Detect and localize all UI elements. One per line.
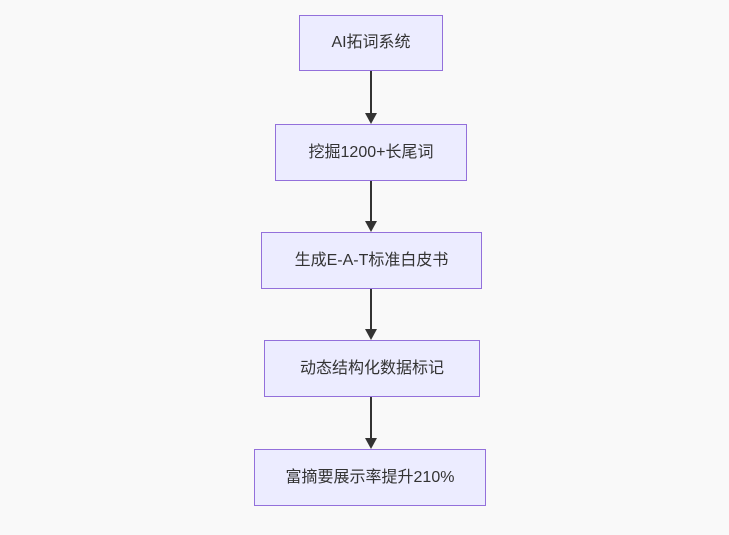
flow-edge-n4-n5 — [365, 397, 377, 449]
arrowhead-icon — [365, 329, 377, 340]
flow-edge-n3-n4 — [365, 289, 377, 340]
node-label: 生成E-A-T标准白皮书 — [294, 251, 449, 269]
node-label: 动态结构化数据标记 — [299, 359, 444, 377]
flow-node-generate-eat-whitepaper: 生成E-A-T标准白皮书 — [261, 232, 482, 289]
flow-node-ai-word-expansion-system: AI拓词系统 — [299, 15, 443, 71]
flow-node-mine-longtail-keywords: 挖掘1200+长尾词 — [275, 124, 467, 181]
arrowhead-icon — [365, 438, 377, 449]
arrowhead-icon — [365, 113, 377, 124]
flow-edge-n1-n2 — [365, 71, 377, 124]
flow-node-dynamic-structured-data-markup: 动态结构化数据标记 — [264, 340, 480, 397]
flow-edge-n2-n3 — [365, 181, 377, 232]
arrowhead-icon — [365, 221, 377, 232]
node-label: 挖掘1200+长尾词 — [308, 143, 434, 161]
node-label: AI拓词系统 — [331, 34, 411, 52]
flow-node-rich-snippet-rate-increase: 富摘要展示率提升210% — [254, 449, 486, 506]
node-label: 富摘要展示率提升210% — [285, 468, 455, 486]
